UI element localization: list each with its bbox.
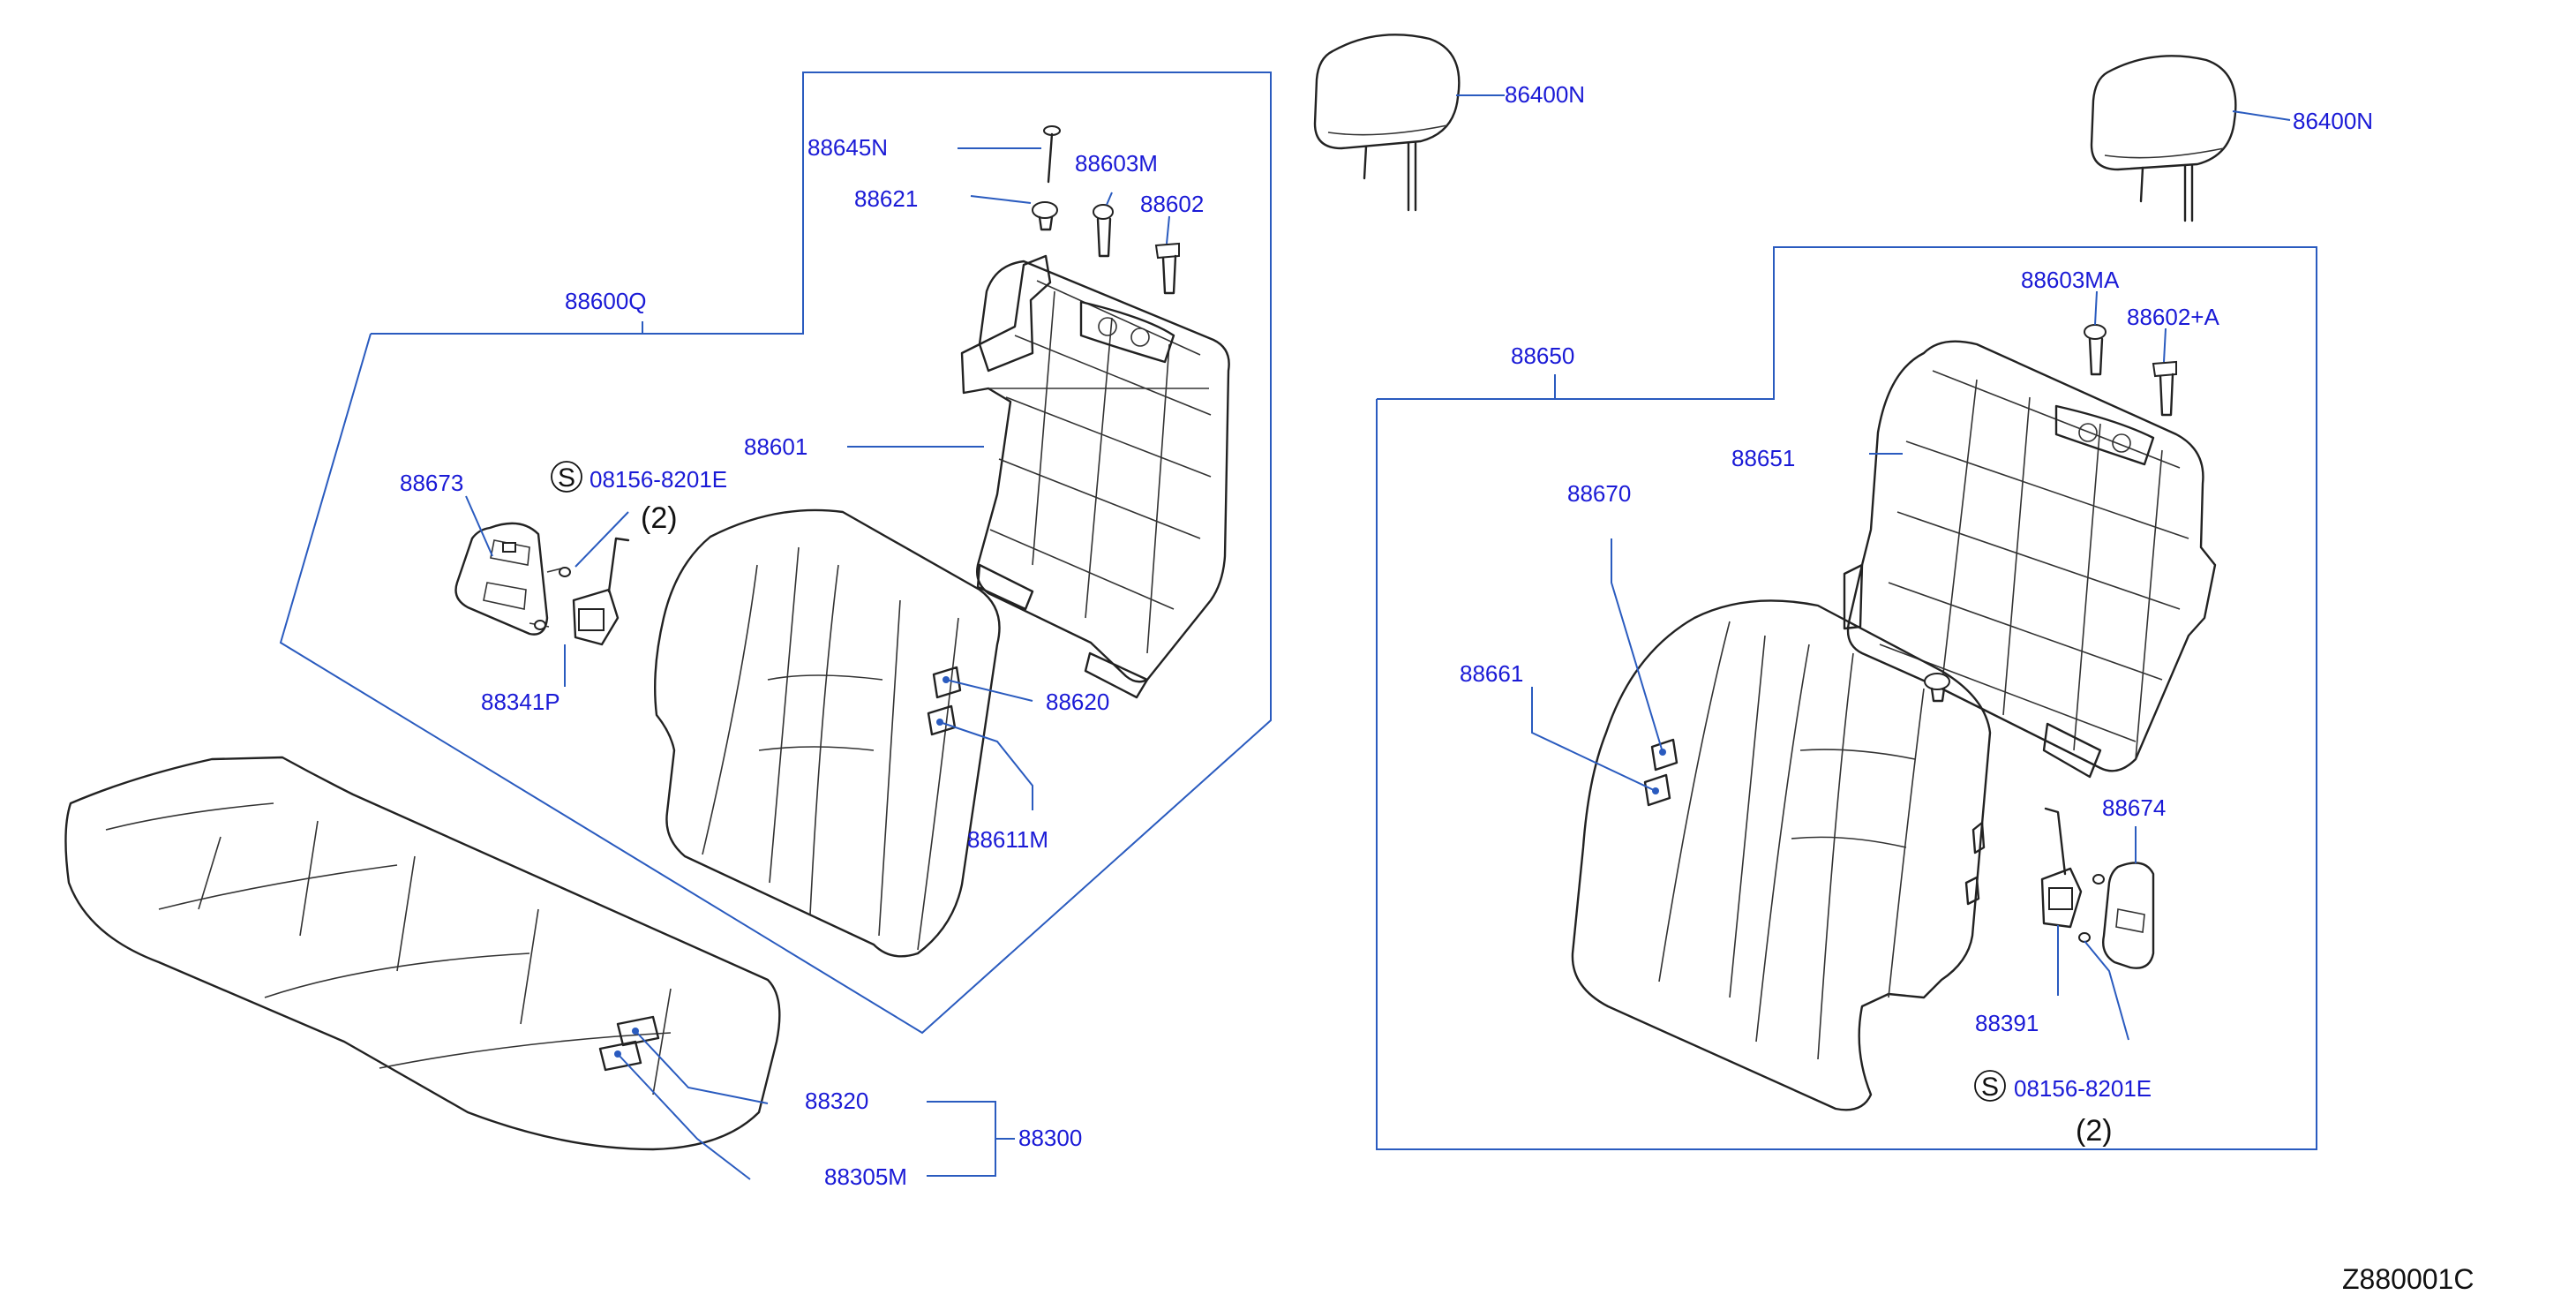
s-mark-left — [551, 461, 582, 493]
label-cover-88305m: 88305M — [824, 1163, 907, 1190]
label-bolt-88645n: 88645N — [807, 134, 888, 161]
headrest-right — [2090, 55, 2237, 222]
label-back-assy-right: 88650 — [1511, 343, 1574, 369]
seatback-cover-left — [654, 508, 1001, 958]
label-cushion-88320: 88320 — [805, 1088, 868, 1114]
guide-88602 — [1154, 242, 1180, 295]
s-mark-left-text: S — [558, 463, 575, 493]
guide-88603ma — [2084, 324, 2107, 376]
s-mark-right — [1974, 1070, 2006, 1102]
label-pad-88620: 88620 — [1046, 689, 1109, 715]
guide-88603m — [1093, 204, 1114, 258]
latch-88391 — [2040, 807, 2105, 943]
label-frame-88651: 88651 — [1731, 445, 1795, 471]
label-frame-88601: 88601 — [744, 433, 807, 460]
frame-88601 — [960, 254, 1230, 699]
left-group-frame — [279, 72, 1272, 1035]
right-group-frame — [1376, 246, 2317, 1150]
label-trim-88673: 88673 — [400, 470, 463, 496]
headrest-left — [1313, 34, 1461, 212]
latch-88341p — [529, 537, 630, 646]
frame-88651 — [1843, 340, 2217, 779]
label-cushion-assy-88300: 88300 — [1018, 1125, 1082, 1151]
label-trim-88611m: 88611M — [967, 826, 1048, 853]
label-bolt-right: 08156-8201E — [2014, 1075, 2152, 1102]
label-trim-88674: 88674 — [2102, 794, 2166, 821]
label-guide-88602: 88602 — [1140, 191, 1204, 217]
label-bolt-left: 08156-8201E — [590, 466, 727, 493]
diagram-id: Z880001C — [2342, 1263, 2474, 1295]
seatback-cover-right — [1571, 599, 1992, 1111]
label-pad-88670: 88670 — [1567, 480, 1631, 507]
label-latch-88341p: 88341P — [481, 689, 560, 715]
trim-88674 — [2102, 862, 2155, 969]
guide-88602a — [2152, 360, 2177, 417]
s-mark-right-text: S — [1981, 1073, 1999, 1102]
clip-88621 — [1032, 201, 1058, 231]
seat-cushion — [64, 756, 781, 1151]
label-guide-88603ma: 88603MA — [2021, 267, 2120, 293]
label-trim-88661: 88661 — [1460, 660, 1523, 687]
label-qty-left: (2) — [641, 501, 678, 535]
bolt-88645n — [1043, 125, 1061, 184]
label-latch-88391: 88391 — [1975, 1010, 2039, 1036]
label-guide-88603m: 88603M — [1075, 150, 1158, 177]
label-back-assy-left: 88600Q — [565, 288, 647, 314]
label-clip-88621: 88621 — [854, 185, 918, 212]
label-guide-88602a: 88602+A — [2127, 304, 2219, 330]
trim-88673 — [454, 522, 549, 636]
label-headrest-left: 86400N — [1505, 81, 1585, 108]
label-qty-right: (2) — [2076, 1114, 2113, 1148]
label-headrest-right: 86400N — [2293, 108, 2373, 134]
